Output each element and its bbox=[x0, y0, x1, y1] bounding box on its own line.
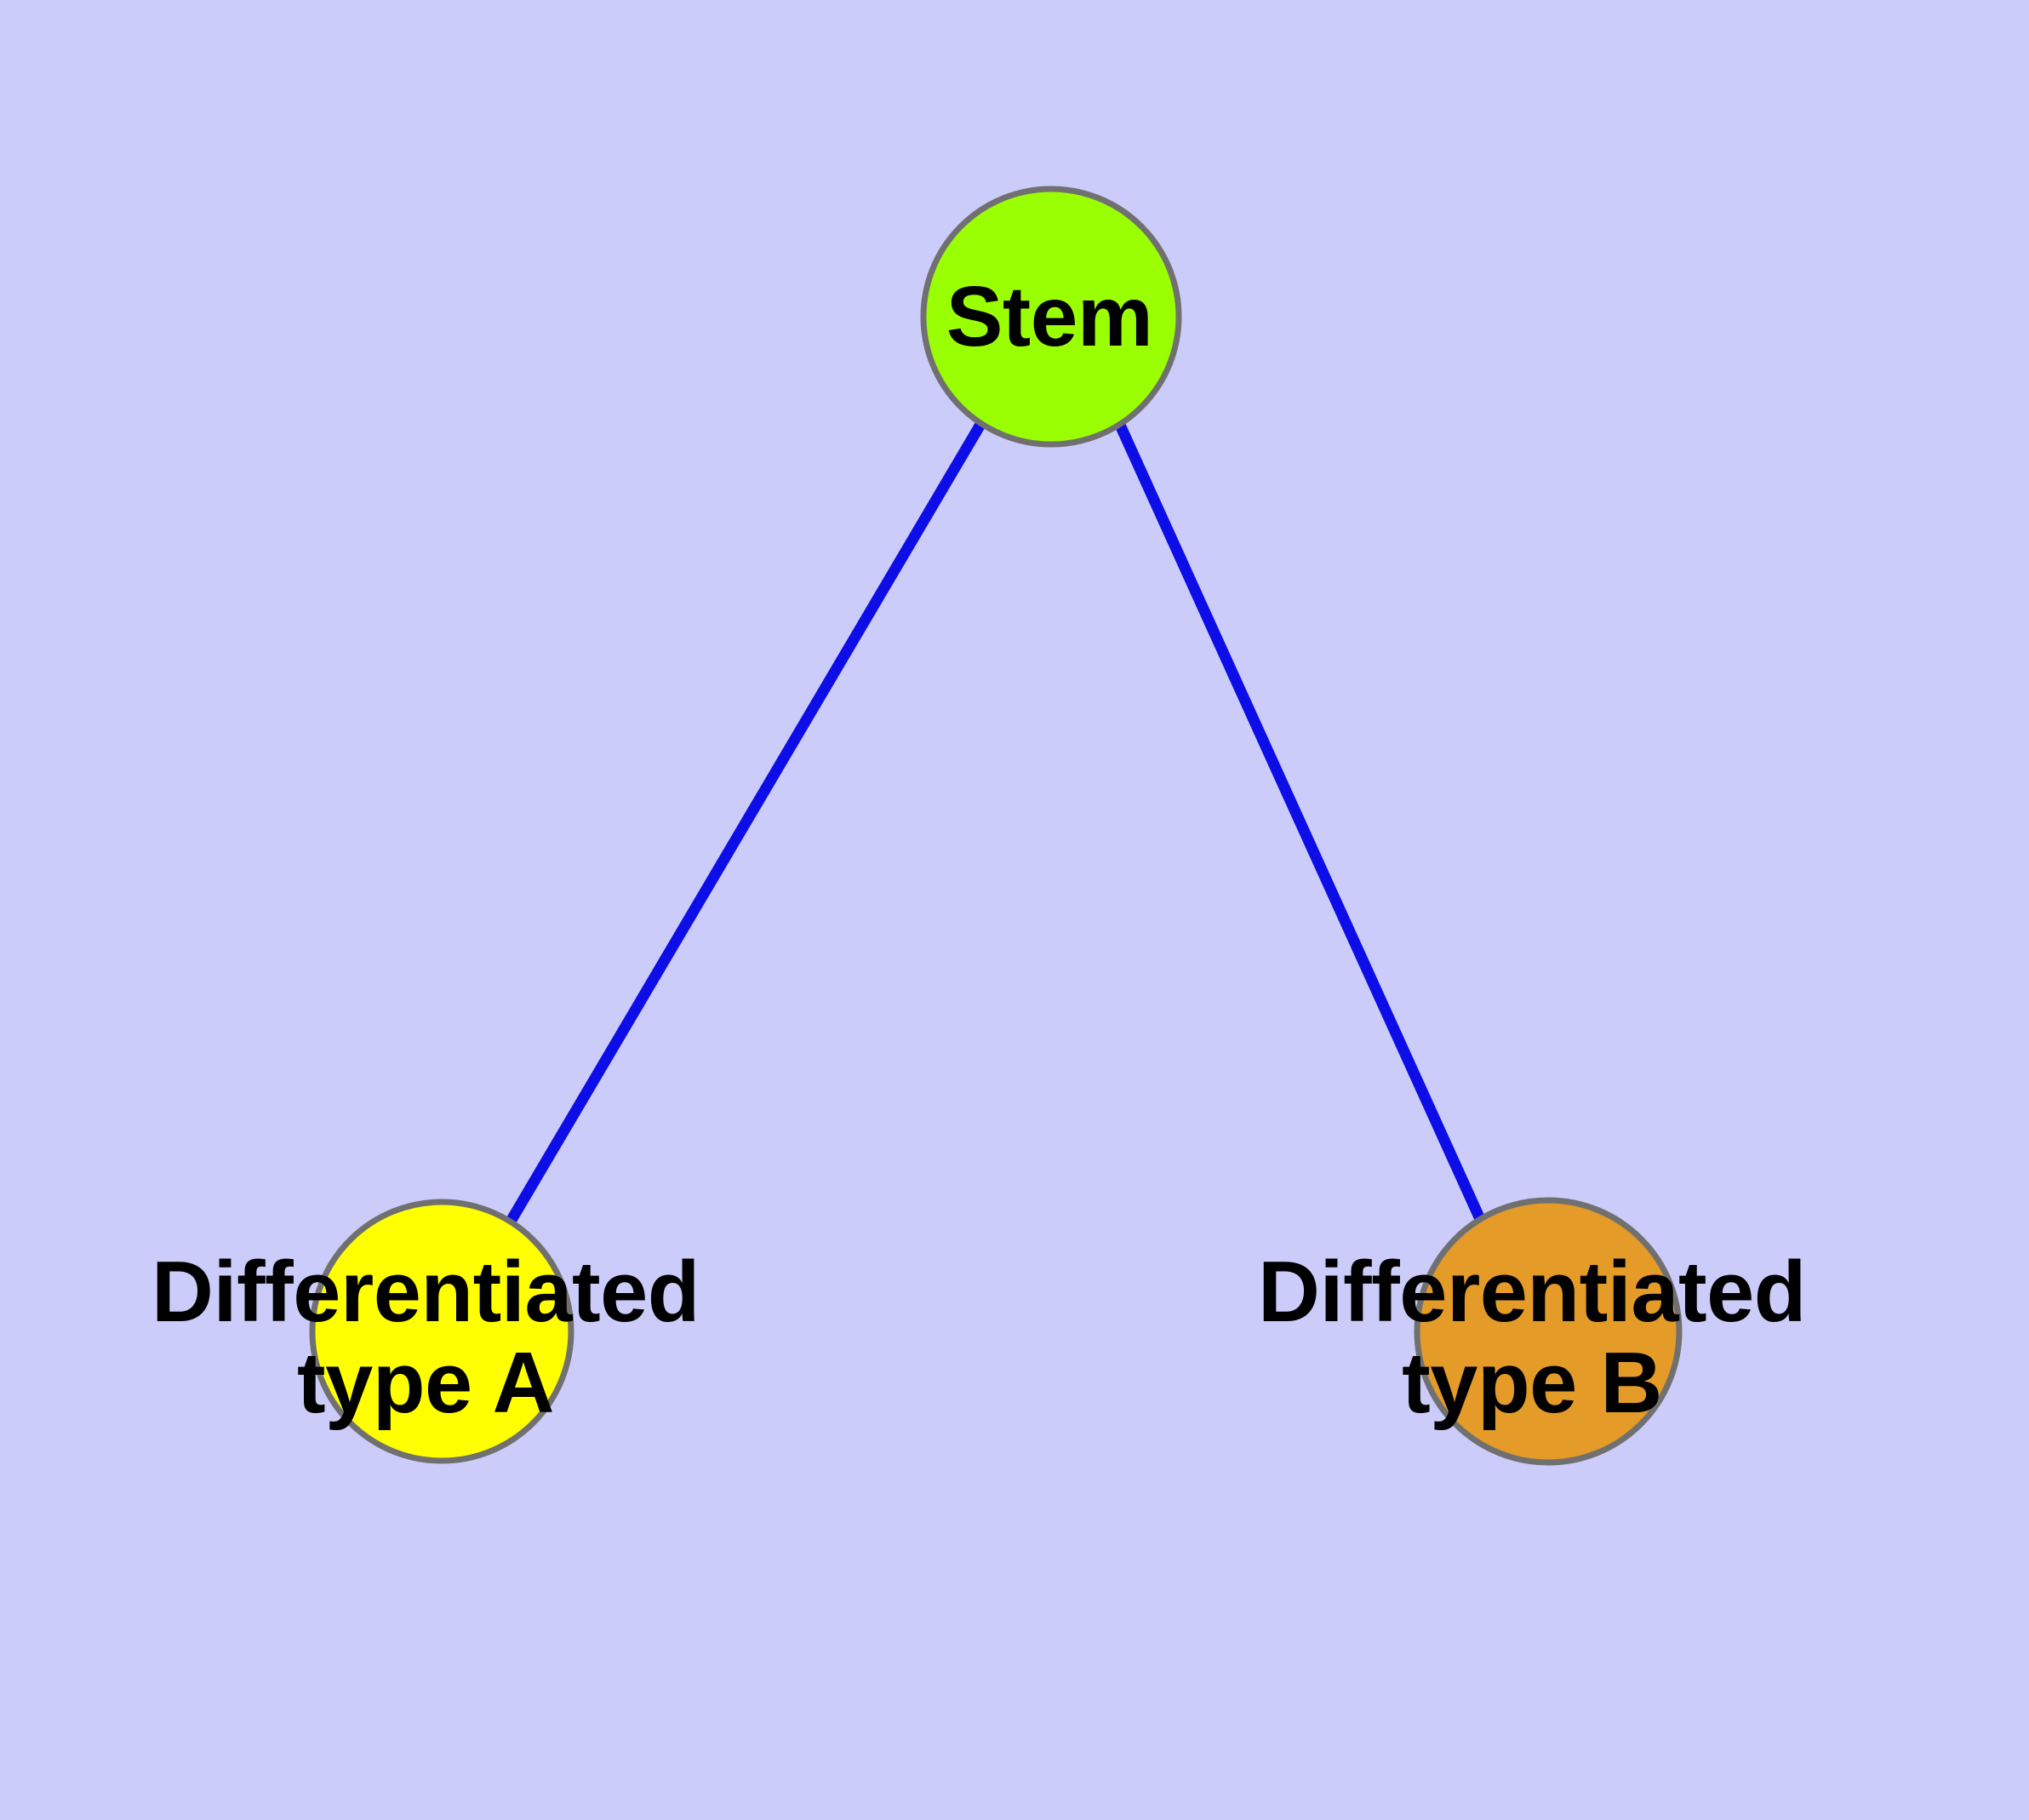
node-circle-diff-b[interactable] bbox=[1414, 1197, 1683, 1466]
node-circle-diff-a[interactable] bbox=[309, 1199, 574, 1464]
node-layer bbox=[309, 186, 1683, 1466]
edge-stem-to-diff-b[interactable] bbox=[1114, 421, 1485, 1222]
node-circle-stem[interactable] bbox=[920, 186, 1182, 448]
edge-stem-to-diff-a[interactable] bbox=[506, 420, 986, 1223]
edge-layer bbox=[506, 420, 1485, 1223]
